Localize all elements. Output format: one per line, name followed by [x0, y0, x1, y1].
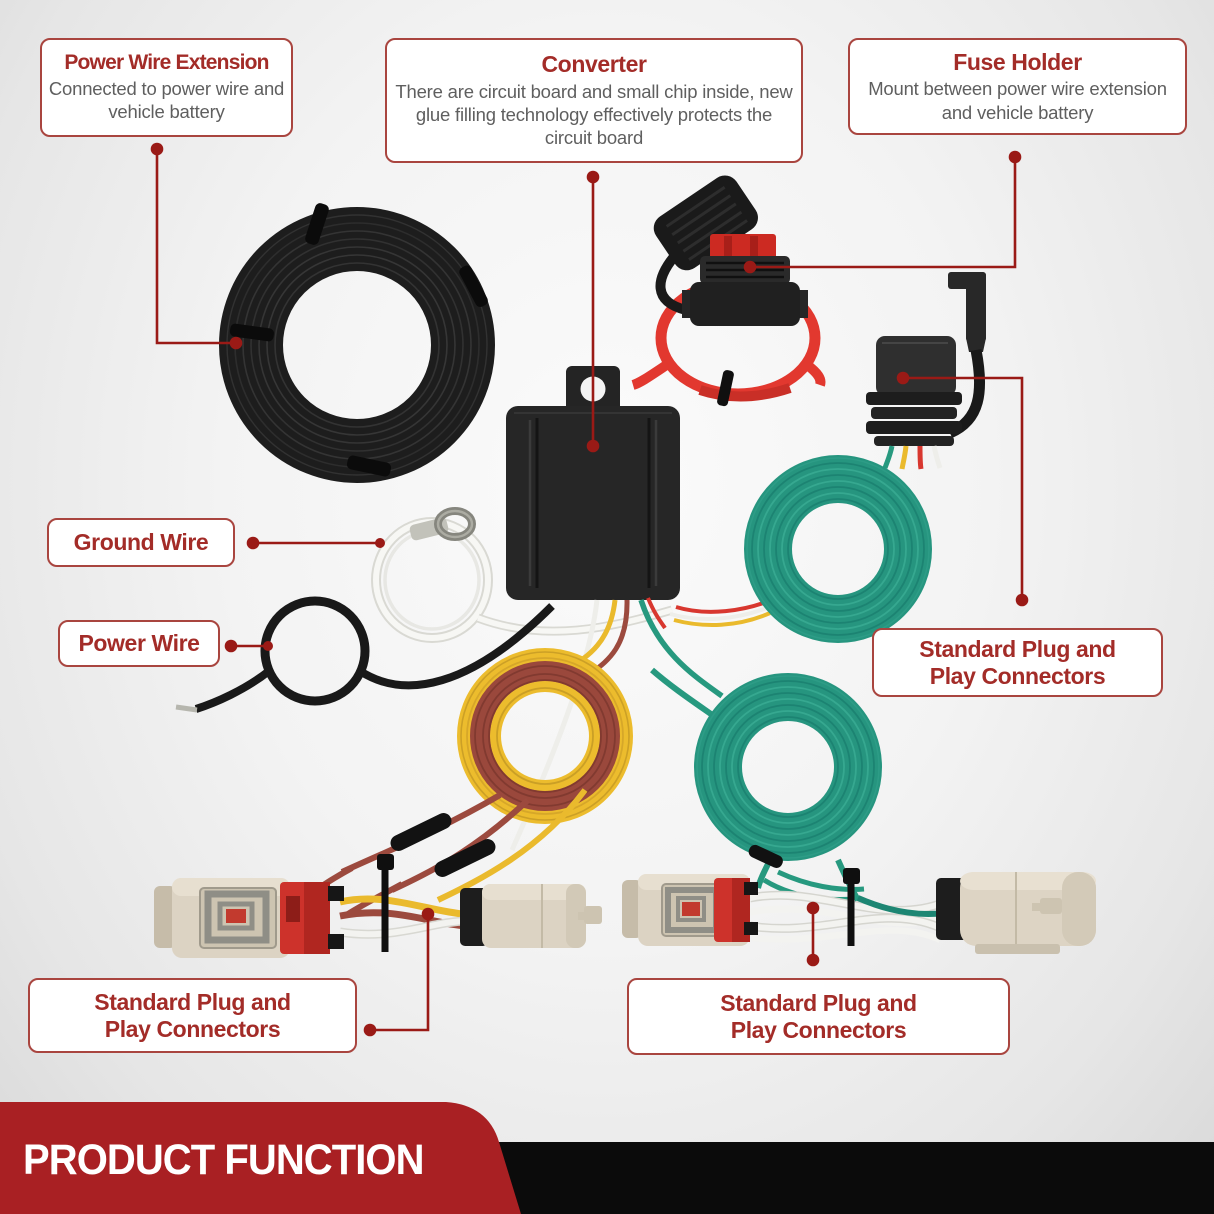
power-wire-extension-coil — [219, 203, 495, 483]
leader-plug-connectors-bottom-left — [363, 907, 435, 1037]
callout-description: Connected to power wire and vehicle batt… — [48, 78, 285, 123]
leader-plug-connectors-right — [896, 371, 1029, 607]
leader-plug-connectors-bottom-center — [806, 901, 820, 967]
callout-title: Converter — [541, 51, 647, 78]
yellow-brown-wire-coil — [301, 648, 633, 917]
callout-power-wire: Power Wire — [58, 620, 220, 667]
leader-power-wire-extension — [150, 142, 243, 350]
callout-title: Standard Plug and Play Connectors — [94, 989, 291, 1042]
cable-tie — [305, 203, 329, 245]
callout-title: Standard Plug and Play Connectors — [919, 636, 1116, 689]
callout-title: Ground Wire — [73, 529, 209, 556]
callout-plug-connectors-bottom-left: Standard Plug and Play Connectors — [28, 978, 357, 1053]
heat-shrink-splice — [748, 844, 783, 868]
plug-connector-pair-left — [154, 854, 602, 958]
heat-shrink-splice — [434, 839, 496, 877]
callout-title: Power Wire — [78, 630, 200, 657]
connector-male-left — [460, 884, 602, 948]
banner-red-ribbon — [0, 1102, 521, 1214]
connector-female-left — [154, 878, 344, 958]
power-wire-loop — [175, 596, 555, 713]
connector-female-right — [622, 874, 758, 946]
cable-tie — [229, 323, 274, 342]
leader-lines — [150, 142, 1029, 1037]
connector-male-right — [936, 872, 1096, 954]
leader-power-wire — [224, 639, 273, 653]
callout-ground-wire: Ground Wire — [47, 518, 235, 567]
leader-converter — [586, 170, 600, 453]
bare-wire-tip — [175, 704, 198, 713]
callout-title: Power Wire Extension — [64, 51, 269, 75]
callout-title: Standard Plug and Play Connectors — [720, 990, 917, 1043]
banner-title: PRODUCT FUNCTION — [23, 1135, 424, 1184]
leader-ground-wire — [246, 536, 385, 550]
bottom-banner — [0, 1102, 1214, 1214]
cable-tie — [459, 265, 488, 307]
callout-description: Mount between power wire extension and v… — [868, 78, 1167, 123]
cap-hinge — [655, 248, 688, 315]
leader-fuse-holder — [743, 150, 1022, 274]
callout-plug-connectors-right: Standard Plug and Play Connectors — [872, 628, 1163, 697]
callout-power-wire-extension: Power Wire Extension Connected to power … — [40, 38, 293, 137]
green-wire-coil-upper — [669, 455, 932, 643]
fuse-holder-cap — [653, 175, 758, 271]
callout-title: Fuse Holder — [953, 49, 1082, 76]
plug-connector-pair-right — [622, 858, 1096, 954]
cable-tie — [346, 455, 392, 477]
green-wire-coil-lower — [650, 667, 882, 902]
callout-converter: Converter There are circuit board and sm… — [385, 38, 803, 163]
heat-shrink-splice — [390, 813, 452, 851]
fuse-holder — [631, 175, 826, 407]
socket-body — [876, 336, 956, 396]
callout-plug-connectors-bottom-center: Standard Plug and Play Connectors — [627, 978, 1010, 1055]
cable-tie — [717, 370, 734, 407]
cable-tie — [377, 854, 394, 870]
callout-fuse-holder: Fuse Holder Mount between power wire ext… — [848, 38, 1187, 135]
vehicle-socket-connector — [866, 272, 986, 470]
callout-description: There are circuit board and small chip i… — [395, 80, 793, 149]
cable-tie — [843, 868, 860, 884]
